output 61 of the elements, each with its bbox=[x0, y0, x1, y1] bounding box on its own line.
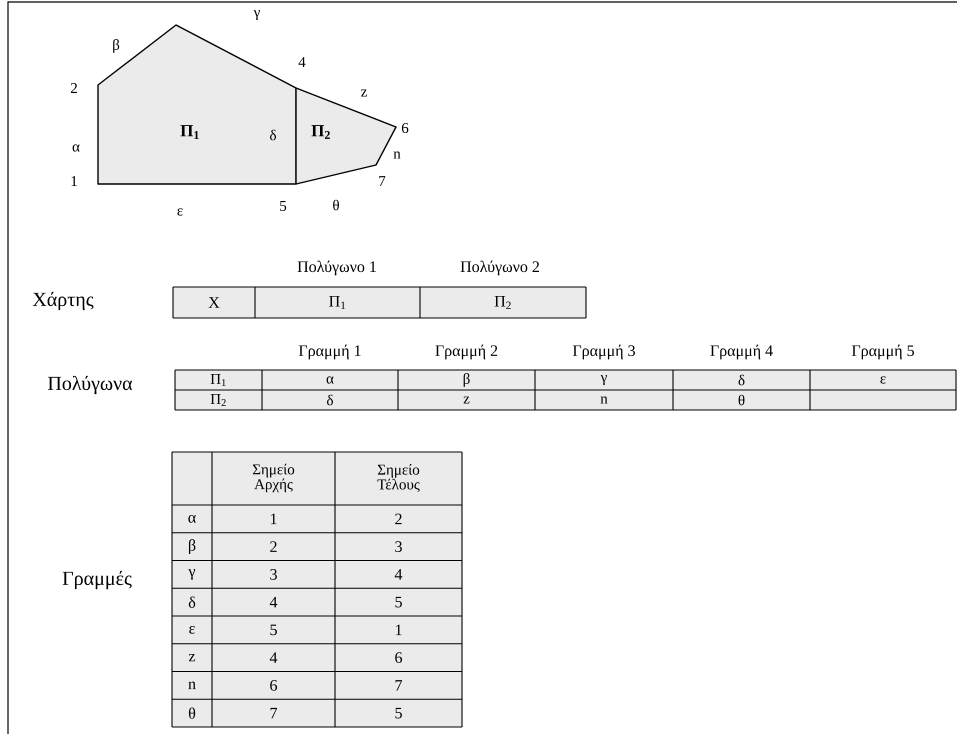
table-cell: α bbox=[326, 376, 334, 384]
table-cell: 2 bbox=[270, 541, 277, 552]
column-header: Πολύγωνο 1 bbox=[298, 260, 376, 276]
label: 1 bbox=[72, 176, 77, 186]
table-cell: θ bbox=[738, 394, 744, 406]
table-cell: n bbox=[600, 396, 608, 404]
table-cell: 2 bbox=[395, 514, 402, 524]
row-label: Γραμμές bbox=[62, 570, 132, 590]
label: z bbox=[361, 90, 367, 96]
table-cell: β bbox=[464, 373, 470, 387]
table-cell: 7 bbox=[396, 680, 402, 691]
label: α bbox=[72, 144, 80, 152]
label: 5 bbox=[280, 201, 286, 211]
label: 7 bbox=[379, 176, 386, 186]
table-cell: γ bbox=[188, 569, 196, 580]
table-cell: 4 bbox=[270, 596, 278, 608]
table-cell: 7 bbox=[270, 708, 278, 718]
table-cell: Π$_{1}$ bbox=[210, 374, 226, 386]
column-header: Γραμμή 4 bbox=[710, 344, 773, 360]
column-header: Γραμμή 5 bbox=[852, 344, 914, 360]
table-cell: δ bbox=[738, 374, 744, 386]
table-cell: 1 bbox=[396, 624, 402, 636]
column-header: Σημείο Αρχής bbox=[252, 464, 294, 492]
column-header: Πολύγωνο 2 bbox=[460, 260, 539, 276]
row-label: Πολύγωνα bbox=[48, 376, 132, 394]
column-header: Γραμμή 1 bbox=[298, 344, 361, 360]
table-cell: 1 bbox=[270, 514, 277, 524]
label: δ bbox=[270, 130, 276, 140]
table-cell: 3 bbox=[270, 569, 277, 580]
label: θ bbox=[333, 200, 339, 210]
table-cell: z bbox=[188, 654, 196, 662]
table-cell: δ bbox=[327, 394, 333, 406]
table-cell: ε bbox=[880, 376, 886, 384]
table-cell: 4 bbox=[394, 569, 402, 580]
table-cell: β bbox=[188, 539, 196, 554]
table-cell: Π$_{1}$ bbox=[329, 296, 346, 310]
label: 4 bbox=[298, 57, 306, 67]
column-header: Γραμμή 3 bbox=[572, 344, 635, 360]
column-header: Γραμμή 2 bbox=[435, 344, 498, 360]
table-cell: ε bbox=[189, 626, 195, 634]
table-cell: 3 bbox=[395, 541, 402, 552]
table-cell: 5 bbox=[395, 596, 402, 608]
table-cell: 5 bbox=[395, 708, 402, 718]
label: 2 bbox=[70, 83, 77, 93]
table-cell: 4 bbox=[270, 652, 278, 663]
row-label: Χάρτης bbox=[32, 292, 94, 310]
table-cell: 6 bbox=[395, 652, 402, 663]
table-cell: θ bbox=[188, 707, 196, 719]
column-header: Σημείο Τέλους bbox=[378, 464, 420, 492]
label: β bbox=[113, 39, 120, 53]
table-cell: α bbox=[188, 515, 196, 523]
table-cell: Π$_{2}$ bbox=[210, 394, 226, 406]
table-cell: 5 bbox=[270, 624, 277, 636]
label: ε bbox=[177, 208, 183, 216]
table-cell: n bbox=[188, 682, 196, 690]
table-cell: γ bbox=[600, 374, 607, 386]
table-cell: δ bbox=[188, 596, 196, 608]
table-cell: Π$_{2}$ bbox=[494, 296, 511, 310]
table-cell: 6 bbox=[270, 680, 278, 691]
table-cell: z bbox=[464, 396, 470, 404]
table-cell: X bbox=[208, 297, 220, 308]
